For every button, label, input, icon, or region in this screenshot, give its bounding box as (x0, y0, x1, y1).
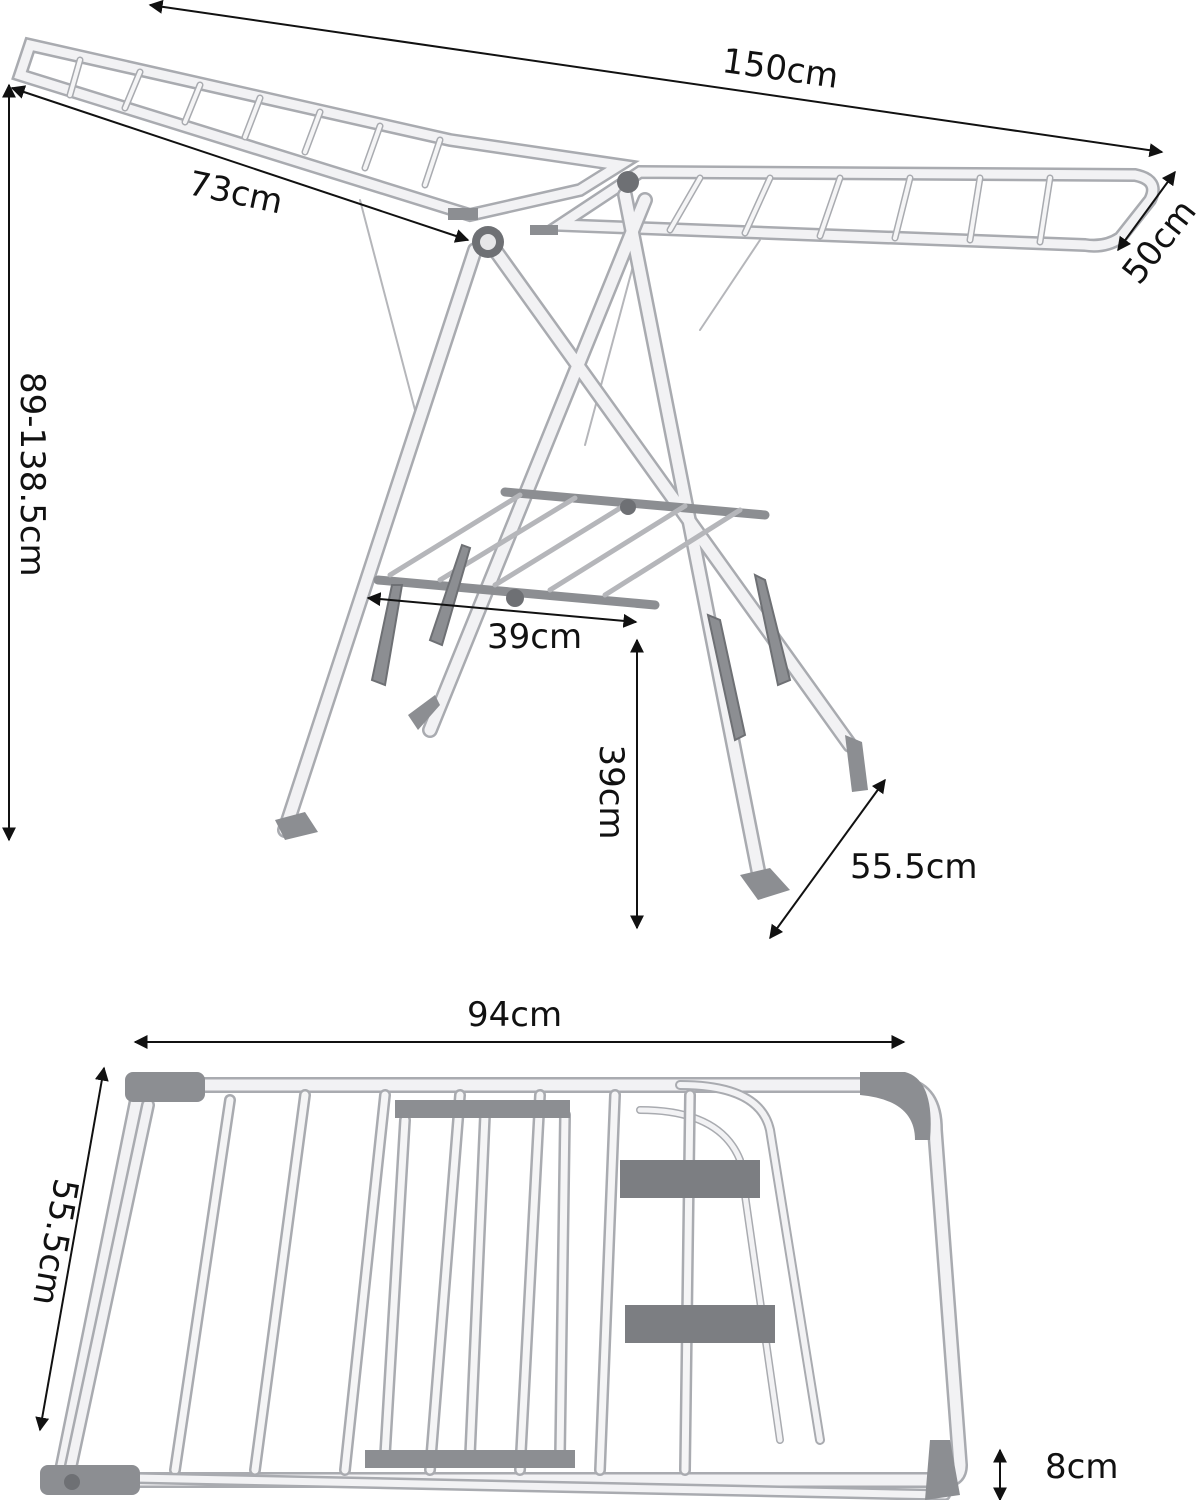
shelf-height-label: 39cm (591, 744, 631, 840)
shelf-width-label: 39cm (487, 617, 583, 657)
folded-width-dimension-line (35, 1066, 109, 1432)
height-label: 89-138.5cm (12, 372, 52, 577)
base-depth-label: 55.5cm (850, 847, 978, 887)
base-depth-dimension-line (769, 778, 886, 940)
folded-plastic-parts (40, 1072, 960, 1500)
folded-bars (169, 1089, 696, 1476)
folded-thickness-label: 8cm (1045, 1447, 1119, 1487)
folded-inner-frame (636, 1080, 825, 1445)
dimension-lines (2, 0, 1176, 1500)
foot-caps (275, 695, 868, 900)
wing-depth-dimension-line (1117, 170, 1176, 252)
folded-length-label: 94cm (467, 995, 563, 1035)
left-wing (11, 36, 640, 223)
unfolded-rack (11, 36, 1160, 900)
folded-rack (40, 1072, 969, 1500)
wing-length-dimension-line (10, 85, 470, 243)
lower-shelf (373, 487, 770, 610)
folded-outer-frame (50, 1077, 969, 1488)
width-dimension-line (148, 0, 1164, 158)
shelf-width-dimension-line (366, 592, 638, 628)
